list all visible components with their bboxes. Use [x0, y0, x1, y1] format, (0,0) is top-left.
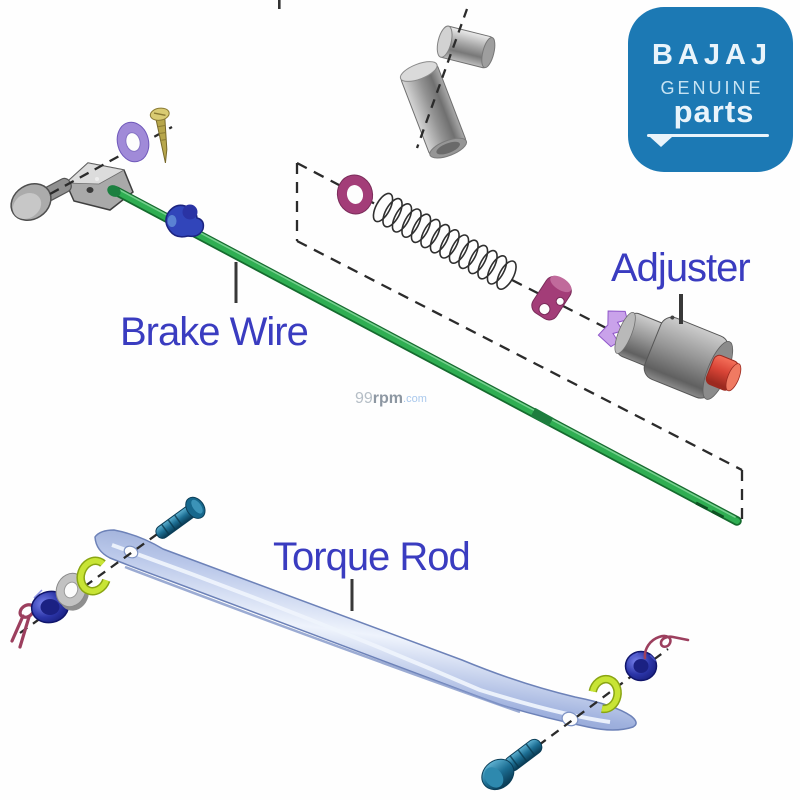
bolt-right — [481, 738, 543, 791]
split-pin — [10, 603, 36, 649]
adjuster-label: Adjuster — [611, 246, 750, 290]
logo-brand-text: BAJAJ — [652, 39, 772, 71]
cable-band — [530, 407, 554, 427]
cable-clamp — [165, 204, 205, 238]
explosion-axis-lever — [49, 125, 173, 196]
cable-collar — [107, 185, 121, 197]
logo-genuine-text: GENUINE — [660, 78, 763, 98]
stray-line-artifact — [278, 0, 281, 9]
flat-washer — [55, 572, 89, 611]
brake-lever-end — [10, 107, 173, 222]
bajaj-logo: BAJAJ GENUINE parts — [628, 7, 793, 172]
trunnion — [531, 275, 572, 321]
logo-chevron-icon — [650, 137, 672, 147]
lever-plug — [10, 177, 72, 222]
rod-hole-right — [561, 711, 579, 727]
callout-adjuster: Adjuster — [611, 246, 751, 324]
r-clip — [643, 634, 690, 660]
torque-rod-body — [94, 529, 637, 731]
bolt-left — [155, 496, 206, 539]
violet-washer — [116, 121, 150, 163]
logo-parts-text: parts — [674, 94, 755, 129]
callout-brake-wire: Brake Wire — [120, 262, 309, 354]
adjuster-part — [597, 310, 742, 400]
watermark: 99rpm.com — [355, 390, 427, 407]
outer-sleeve — [399, 61, 468, 159]
hex-nut-right — [624, 650, 658, 682]
anchor-pin-and-sleeve — [399, 8, 496, 159]
logo-underline — [647, 134, 769, 137]
brake-wire-label: Brake Wire — [120, 310, 308, 354]
spring-washer-right — [588, 674, 622, 714]
spring-washer-left — [76, 556, 112, 596]
return-spring — [372, 192, 517, 290]
anchor-pin — [436, 25, 496, 69]
logo-badge-background — [628, 7, 793, 172]
explosion-axis-pin — [415, 8, 469, 149]
callout-torque-rod: Torque Rod — [273, 535, 471, 611]
cable-end-slot — [695, 501, 728, 521]
cable-clevis — [64, 162, 134, 211]
o-ring — [336, 174, 374, 215]
fixing-pin — [149, 107, 170, 164]
green-cable — [107, 185, 742, 526]
torque-rod-label: Torque Rod — [273, 535, 470, 579]
